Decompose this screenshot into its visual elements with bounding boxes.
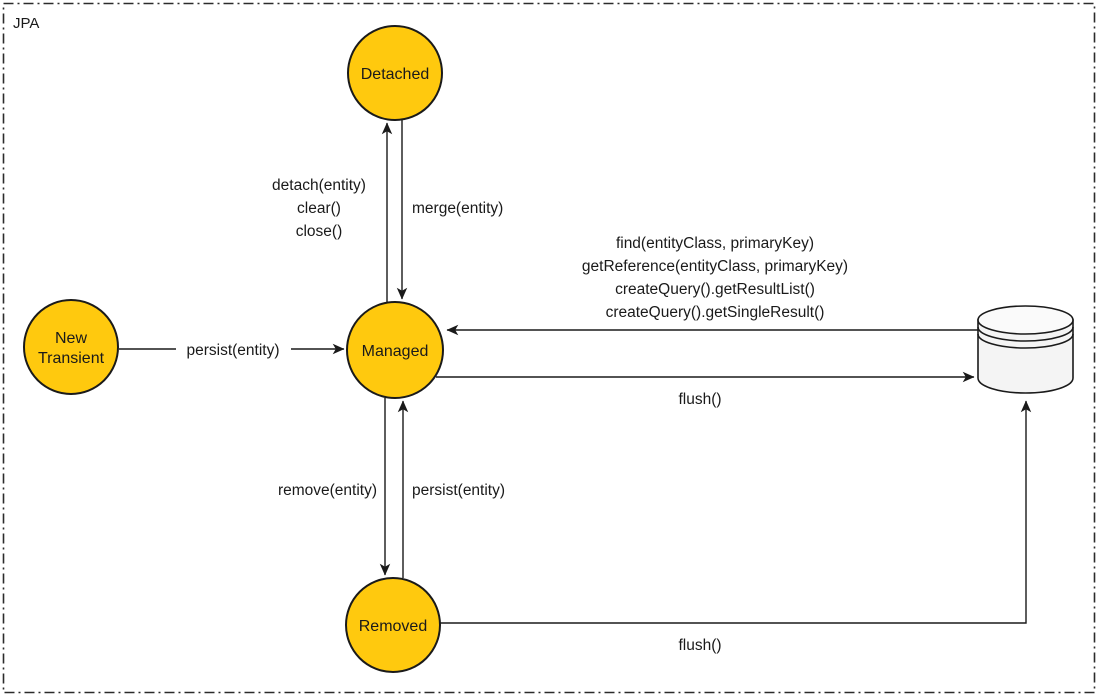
label-getreference: getReference(entityClass, primaryKey) <box>582 258 848 275</box>
database-disk-line-2 <box>977 333 1074 349</box>
label-clear: clear() <box>297 200 341 217</box>
state-new-transient-label-line1: New <box>55 330 87 347</box>
state-new-transient-circle <box>23 299 119 395</box>
label-persist-removed: persist(entity) <box>412 482 505 499</box>
frame-title: JPA <box>13 15 39 32</box>
label-getresultlist: createQuery().getResultList() <box>615 281 815 298</box>
state-managed-label: Managed <box>362 343 429 360</box>
label-merge: merge(entity) <box>412 200 503 217</box>
edge-removed-to-db <box>440 400 1032 624</box>
state-managed: Managed <box>346 301 444 399</box>
database-top-ellipse <box>977 305 1074 335</box>
state-removed: Removed <box>345 577 441 673</box>
label-remove: remove(entity) <box>278 482 377 499</box>
label-persist-new: persist(entity) <box>186 342 279 359</box>
state-removed-label: Removed <box>359 618 427 635</box>
label-find: find(entityClass, primaryKey) <box>616 235 814 252</box>
edges <box>119 120 1032 624</box>
state-removed-circle <box>345 577 441 673</box>
database-cylinder <box>977 305 1074 394</box>
database-body <box>977 319 1074 394</box>
label-flush-managed: flush() <box>678 391 721 408</box>
state-detached-circle <box>347 25 443 121</box>
database-disk-line-1 <box>977 326 1074 342</box>
state-detached: Detached <box>347 25 443 121</box>
state-detached-label: Detached <box>361 66 430 83</box>
label-find-block: find(entityClass, primaryKey) getReferen… <box>582 235 848 321</box>
state-new-transient: New Transient <box>23 299 119 395</box>
label-flush-removed: flush() <box>678 637 721 654</box>
edge-labels: detach(entity) clear() close() merge(ent… <box>186 177 848 654</box>
label-getsingleresult: createQuery().getSingleResult() <box>606 304 825 321</box>
label-detach: detach(entity) <box>272 177 366 194</box>
label-close: close() <box>296 223 343 240</box>
state-new-transient-label-line2: Transient <box>38 350 105 367</box>
label-detach-block: detach(entity) clear() close() <box>272 177 366 240</box>
state-managed-circle <box>346 301 444 399</box>
